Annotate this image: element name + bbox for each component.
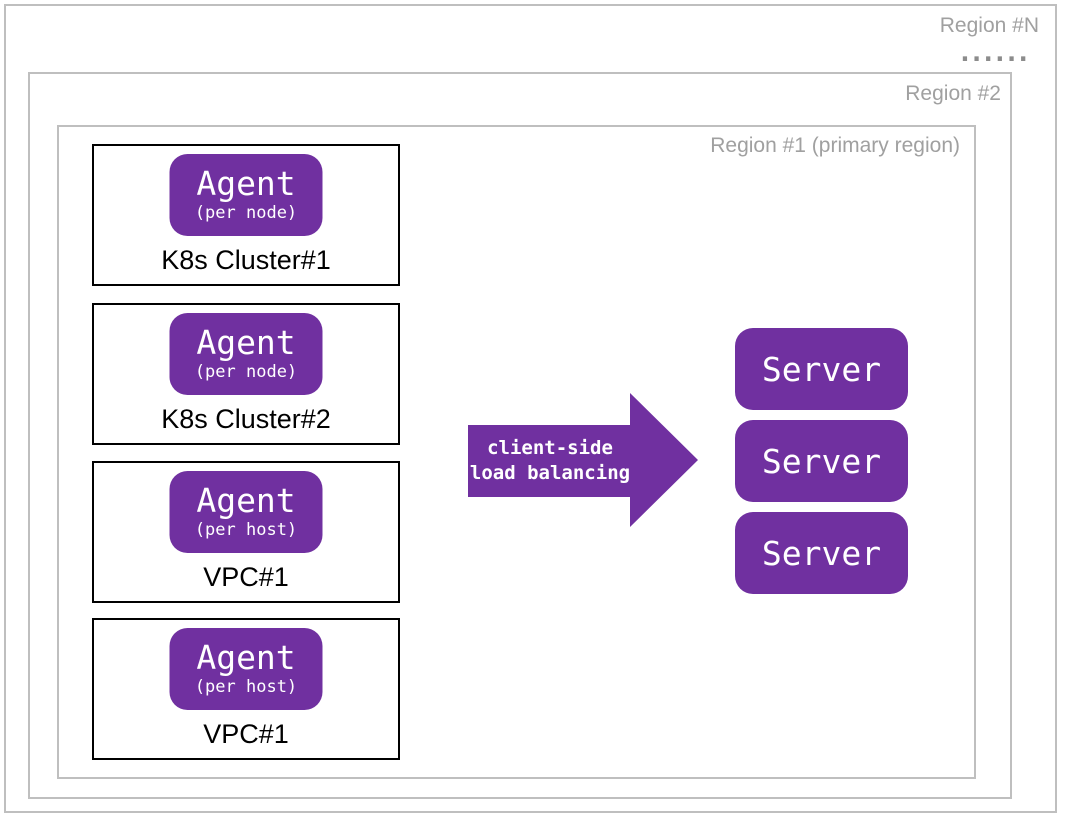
agent-title: Agent: [196, 641, 295, 675]
agent-subtitle: (per host): [195, 677, 297, 697]
agent-pill: Agent (per node): [170, 313, 323, 395]
agent-title: Agent: [196, 167, 295, 201]
region-1-box: Region #1 (primary region) Agent (per no…: [57, 125, 976, 779]
agent-pill: Agent (per host): [170, 628, 323, 710]
region-2-box: Region #2 Region #1 (primary region) Age…: [28, 72, 1012, 799]
cluster-label: VPC#1: [94, 719, 398, 750]
k8s-cluster-2-box: Agent (per node) K8s Cluster#2: [92, 303, 400, 445]
agent-pill: Agent (per host): [170, 471, 323, 553]
arrow-caption-line1: client-side: [487, 436, 613, 461]
agent-subtitle: (per node): [195, 362, 297, 382]
server-pill-3: Server: [735, 512, 908, 594]
vpc-1-box: Agent (per host) VPC#1: [92, 461, 400, 603]
agent-title: Agent: [196, 484, 295, 518]
cluster-label: K8s Cluster#1: [94, 245, 398, 276]
vpc-1b-box: Agent (per host) VPC#1: [92, 618, 400, 760]
server-pill-1: Server: [735, 328, 908, 410]
cluster-label: VPC#1: [94, 562, 398, 593]
agent-subtitle: (per node): [195, 203, 297, 223]
region-1-label: Region #1 (primary region): [710, 134, 960, 158]
arrow-caption-line2: load balancing: [470, 461, 630, 486]
server-pill-2: Server: [735, 420, 908, 502]
agent-subtitle: (per host): [195, 520, 297, 540]
region-2-label: Region #2: [905, 82, 1001, 106]
region-n-label: Region #N: [940, 14, 1039, 38]
cluster-label: K8s Cluster#2: [94, 404, 398, 435]
arrow-caption: client-side load balancing: [468, 425, 632, 497]
more-regions-ellipsis: ......: [957, 40, 1027, 66]
agent-title: Agent: [196, 326, 295, 360]
k8s-cluster-1-box: Agent (per node) K8s Cluster#1: [92, 144, 400, 286]
agent-pill: Agent (per node): [170, 154, 323, 236]
region-n-box: Region #N ...... Region #2 Region #1 (pr…: [4, 4, 1057, 813]
